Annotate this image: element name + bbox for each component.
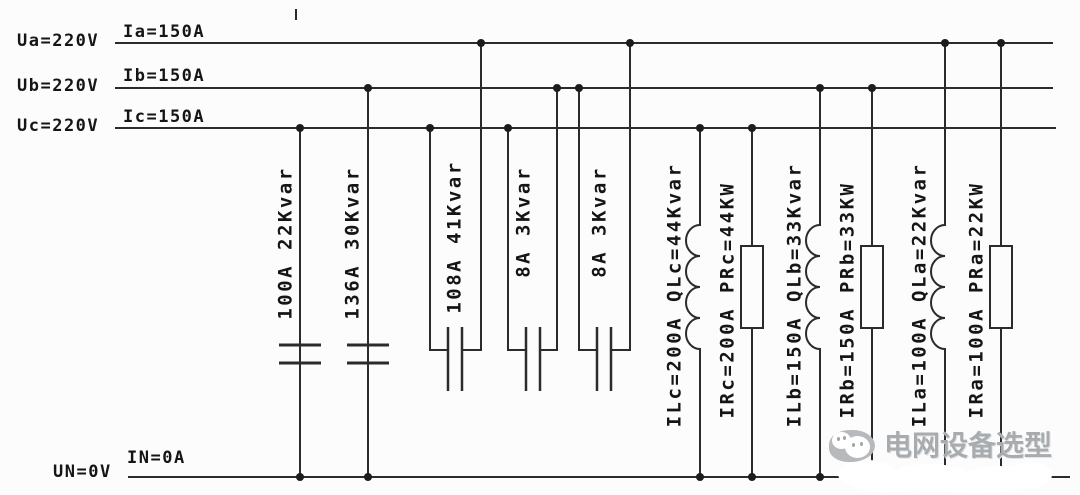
phase-b-voltage-label: Ub=220V [17,76,100,96]
branch-label-inductor-a: ILa=100A QLa=22Kvar [908,162,931,428]
branch-label-inductor-b: ILb=150A QLb=33Kvar [783,162,806,428]
phase-c-current-label: Ic=150A [123,107,206,127]
phase-a-current-label: Ia=150A [123,22,206,42]
branch-capacitor-c [279,128,321,477]
junction-dots [296,39,1005,481]
branch-capacitor-ca [429,43,482,391]
branch-label-resistor-b: IRb=150A PRb=33KW [836,181,859,419]
branch-label-resistor-a: IRa=100A PRa=22KW [965,181,988,419]
phase-b-current-label: Ib=150A [123,66,206,86]
branch-capacitor-ba [578,43,631,391]
neutral-current-label: IN=0A [127,448,186,468]
phase-a-voltage-label: Ua=220V [17,31,100,51]
branch-label-capacitor-ca: 108A 41Kvar [443,160,466,314]
branch-resistor-b [860,88,884,477]
phase-c-voltage-label: Uc=220V [17,116,100,136]
branch-label-capacitor-b: 136A 30Kvar [341,166,364,320]
branch-capacitor-cb [507,88,558,391]
branch-capacitor-b [347,88,389,477]
watermark-text: 电网设备选型 [884,429,1053,462]
branch-inductor-a [930,43,946,477]
branch-resistor-c [740,128,764,477]
branch-inductor-b [805,88,821,477]
neutral-voltage-label: UN=0V [53,462,112,482]
watermark-blob [852,476,922,492]
branch-inductor-c [685,128,701,477]
logo-bubble [845,436,870,458]
branch-label-capacitor-c: 100A 22Kvar [274,166,297,320]
branch-label-resistor-c: IRc=200A PRc=44KW [716,181,739,419]
branch-label-capacitor-cb: 8A 3Kvar [512,166,535,278]
wechat-logo-icon [829,428,875,464]
branch-resistor-a [989,43,1013,477]
branch-label-capacitor-ba: 8A 3Kvar [588,166,611,278]
watermark-blob [928,479,1020,493]
branch-label-inductor-c: ILc=200A QLc=44Kvar [663,162,686,428]
